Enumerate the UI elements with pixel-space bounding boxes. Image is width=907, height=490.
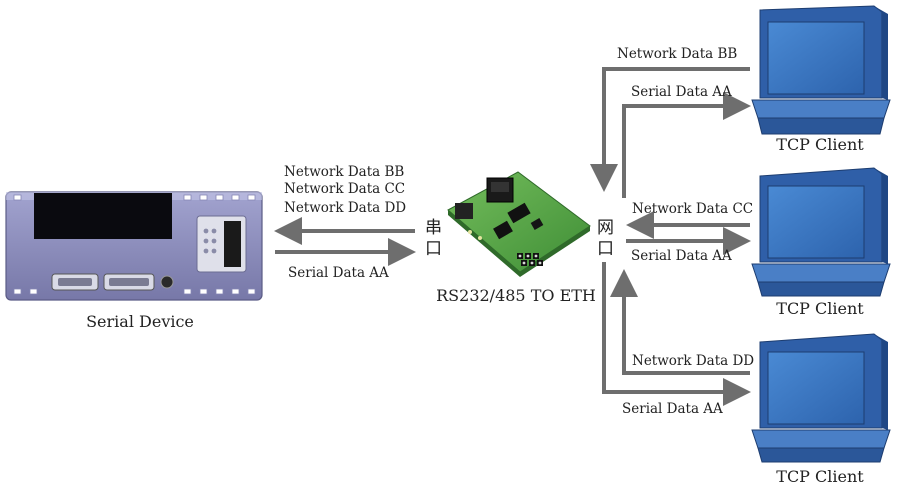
computer-icon — [751, 167, 891, 297]
client1-label-network-bb: Network Data BB — [617, 46, 737, 62]
client3-label-network-dd: Network Data DD — [632, 353, 754, 369]
power-socket-icon — [160, 275, 174, 289]
converter-board — [447, 171, 591, 277]
tcp-client-1-caption: TCP Client — [776, 135, 864, 154]
serial-device — [5, 191, 263, 301]
tcp-client-3 — [751, 333, 891, 463]
arrow-client1-to-converter — [590, 67, 750, 192]
arrow-converter-to-client3 — [602, 262, 751, 406]
serial-port-label-1: 串 — [425, 218, 442, 238]
client2-label-network-cc: Network Data CC — [632, 201, 753, 217]
arrow-converter-to-client1 — [622, 92, 751, 198]
net-port-label-2: 口 — [597, 239, 614, 259]
serial-jack-icon — [455, 203, 473, 219]
left-label-network-dd: Network Data DD — [284, 200, 406, 216]
client1-label-serial-aa: Serial Data AA — [631, 84, 732, 100]
client3-label-serial-aa: Serial Data AA — [622, 401, 723, 417]
arrow-client3-to-converter — [610, 269, 750, 375]
left-label-network-cc: Network Data CC — [284, 181, 405, 197]
net-port-label-1: 网 — [597, 218, 614, 238]
left-label-serial-aa: Serial Data AA — [288, 265, 389, 281]
tcp-client-3-caption: TCP Client — [776, 467, 864, 486]
computer-icon — [751, 333, 891, 463]
converter-caption: RS232/485 TO ETH — [436, 286, 596, 305]
tcp-client-1 — [751, 5, 891, 135]
tcp-client-2 — [751, 167, 891, 297]
computer-icon — [751, 5, 891, 135]
serial-device-caption: Serial Device — [86, 312, 194, 331]
client2-label-serial-aa: Serial Data AA — [631, 248, 732, 264]
device-display — [34, 193, 172, 239]
left-label-network-bb: Network Data BB — [284, 164, 404, 180]
serial-port-label-2: 口 — [425, 239, 442, 259]
tcp-client-2-caption: TCP Client — [776, 299, 864, 318]
